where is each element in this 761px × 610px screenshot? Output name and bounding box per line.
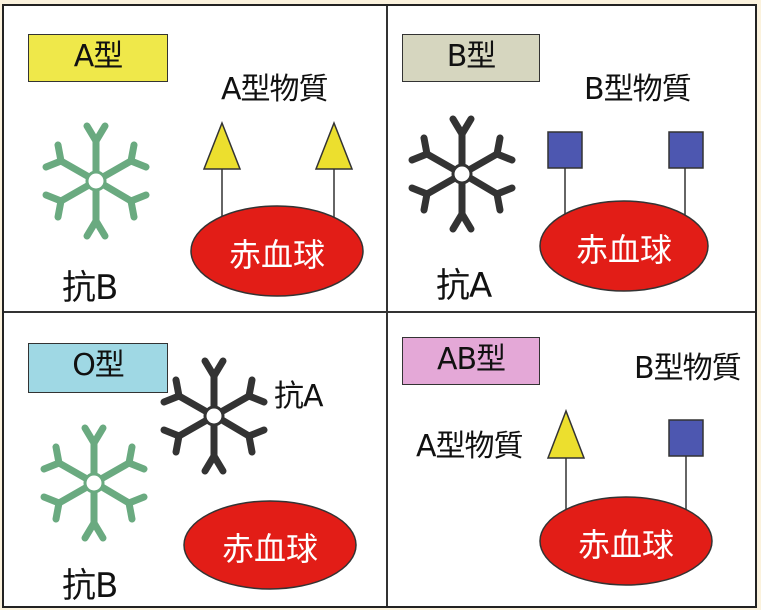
antigen-b-square (547, 131, 583, 169)
red-blood-cell (539, 200, 709, 292)
red-blood-cell (190, 205, 364, 297)
badge-type-o: O型 (28, 343, 168, 393)
panel-type-o: O型 抗A (4, 313, 386, 606)
antigen-b-label: B型物質 (634, 351, 742, 386)
panel-type-b: B型 B型物質 赤血球 抗A (388, 6, 757, 311)
badge-type-ab: AB型 (402, 337, 540, 385)
antibody-anti-b-icon (40, 424, 148, 542)
antibody-anti-a-icon (408, 115, 516, 233)
blood-type-grid: A型 A型物質 (2, 4, 757, 608)
panel-type-a: A型 A型物質 (4, 6, 386, 311)
rbc-label: 赤血球 (221, 530, 318, 568)
panel-o-graphics (40, 357, 357, 590)
rbc-label: 赤血球 (577, 526, 674, 564)
antigen-b-square (668, 131, 704, 169)
badge-type-a: A型 (28, 34, 168, 82)
panel-a-graphics (42, 120, 364, 297)
antigen-b-label: B型物質 (584, 72, 692, 107)
panel-b-graphics (408, 115, 709, 292)
antigen-a-triangle (546, 408, 586, 459)
antibody-b-label: 抗B (62, 566, 118, 606)
panel-type-ab: AB型 B型物質 A型物質 赤血球 (388, 313, 757, 606)
horizontal-divider (4, 311, 755, 313)
antibody-label: 抗B (62, 268, 118, 308)
antibody-anti-a-icon (160, 357, 268, 475)
rbc-label: 赤血球 (575, 231, 672, 269)
antigen-a-label: A型物質 (416, 429, 524, 464)
antigen-b-square (668, 419, 704, 457)
antigen-a-triangle (202, 120, 242, 170)
panel-ab-graphics (539, 408, 713, 586)
badge-type-b: B型 (402, 34, 540, 82)
antibody-label: 抗A (436, 266, 492, 306)
rbc-label: 赤血球 (228, 236, 325, 274)
antibody-anti-b-icon (42, 122, 150, 240)
red-blood-cell (183, 500, 357, 590)
vertical-divider (386, 6, 388, 606)
antigen-a-triangle (314, 120, 354, 170)
red-blood-cell (539, 496, 713, 586)
antibody-a-label: 抗A (274, 379, 324, 414)
antigen-a-label: A型物質 (221, 72, 329, 107)
